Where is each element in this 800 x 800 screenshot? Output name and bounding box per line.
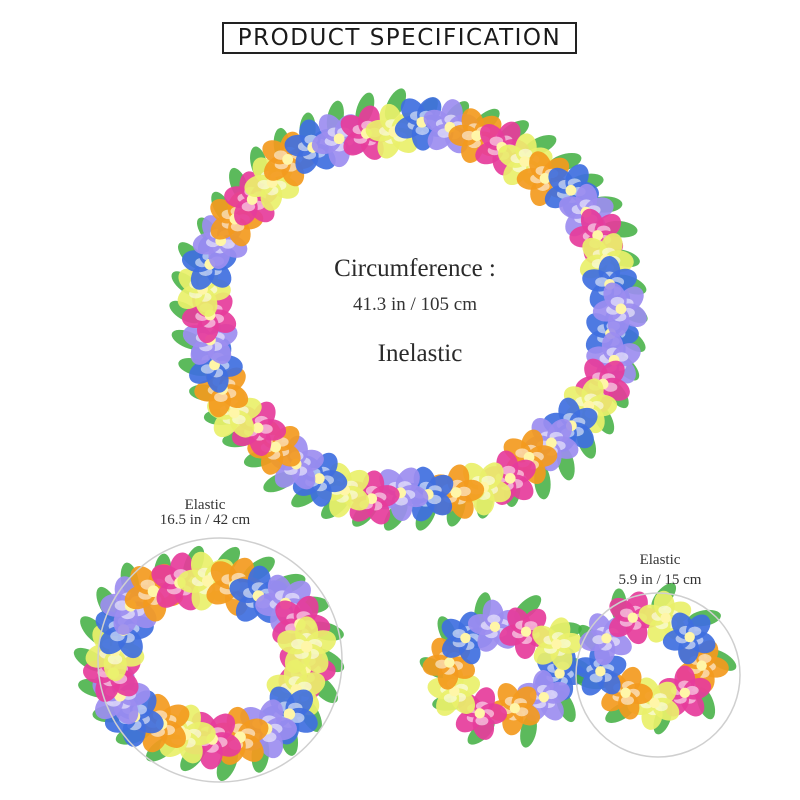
wristband-outline — [575, 592, 741, 758]
lei-size-value: 41.3 in / 105 cm — [352, 294, 478, 315]
wristband-bracelet-side — [573, 582, 737, 735]
lei-garland — [169, 88, 648, 531]
wristband-bracelet — [419, 592, 595, 748]
headband-elasticity-label: Elastic — [184, 497, 226, 513]
wristband-elasticity-label: Elastic — [639, 552, 681, 568]
wristband-size-value: 5.9 in / 15 cm — [618, 572, 702, 588]
lei-circumference-label: Circumference : — [334, 255, 496, 282]
headband-size-value: 16.5 in / 42 cm — [159, 512, 251, 528]
headband-outline — [97, 537, 343, 783]
headband-wreath — [73, 545, 345, 782]
lei-elasticity-label: Inelastic — [377, 340, 463, 367]
page-title: PRODUCT SPECIFICATION — [222, 22, 577, 54]
